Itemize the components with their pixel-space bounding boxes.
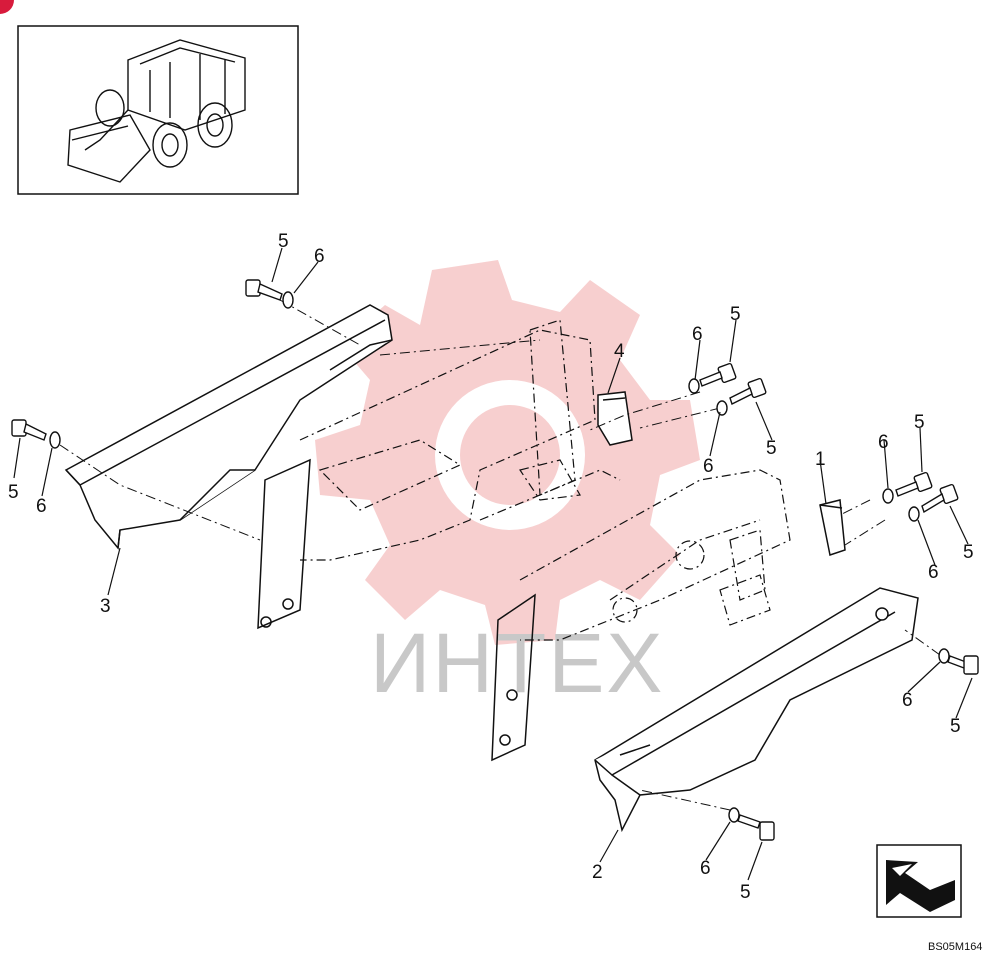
callout-6: 6 (700, 858, 711, 879)
callout-5: 5 (963, 542, 974, 563)
callout-5: 5 (278, 231, 289, 252)
callout-6: 6 (928, 562, 939, 583)
callout-2: 2 (592, 862, 603, 883)
bolt-left (11, 419, 61, 449)
part-3-left-shield (64, 304, 393, 550)
corner-badge (0, 0, 14, 14)
callout-6: 6 (36, 496, 47, 517)
callout-6: 6 (703, 456, 714, 477)
callout-6: 6 (878, 432, 889, 453)
part-2-right-shield (594, 587, 919, 833)
callout-leaders (13, 247, 973, 881)
leader-lines (59, 299, 941, 811)
bolt-top-left (245, 279, 294, 309)
callout-5: 5 (730, 304, 741, 325)
bolt-mid-upper (688, 362, 737, 394)
callout-6: 6 (314, 246, 325, 267)
callout-1: 1 (815, 449, 826, 470)
bolt-right-upper (882, 471, 933, 504)
part-4-bracket (597, 391, 633, 446)
callout-3: 3 (100, 596, 111, 617)
frame-outline-left (299, 319, 621, 561)
part-1-bracket (819, 499, 846, 556)
direction-arrow-icon (876, 844, 962, 918)
callout-5: 5 (914, 412, 925, 433)
callout-5: 5 (950, 716, 961, 737)
frame-outline-right (519, 469, 791, 641)
right-upright (491, 593, 536, 762)
bolt-right-far (938, 648, 979, 675)
callout-5: 5 (8, 482, 19, 503)
callout-6: 6 (692, 324, 703, 345)
bolt-mid-lower (716, 377, 767, 416)
callout-labels: 5 6 5 6 3 4 6 5 6 5 1 6 5 6 5 6 5 2 6 5 (8, 231, 974, 903)
callout-4: 4 (614, 341, 625, 362)
bolt-bottom (728, 807, 775, 841)
callout-6: 6 (902, 690, 913, 711)
drawing-code: BS05M164 (928, 941, 982, 953)
callout-5: 5 (740, 882, 751, 903)
skid-steer-loader-thumbnail (17, 25, 299, 195)
watermark-gear (315, 260, 700, 645)
bolt-right-lower (908, 483, 959, 522)
left-upright (257, 458, 311, 630)
callout-5: 5 (766, 438, 777, 459)
